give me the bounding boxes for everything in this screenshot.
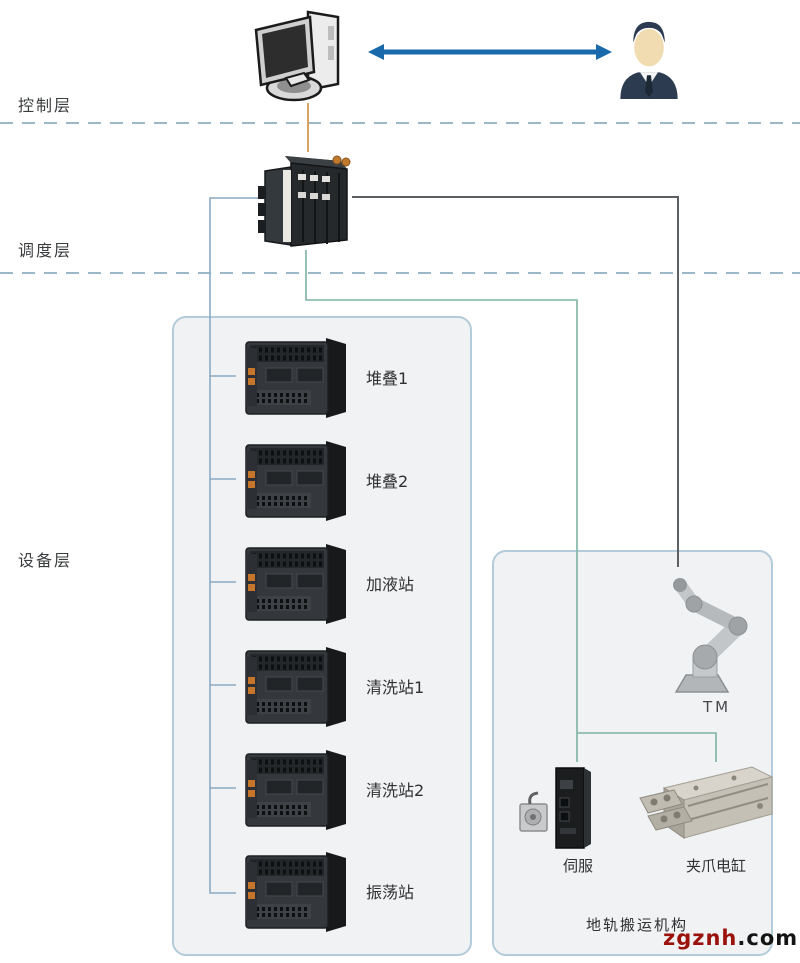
robot-label: TM bbox=[703, 698, 732, 716]
control-layer-label: 控制层 bbox=[18, 96, 73, 115]
robot-arm-icon bbox=[650, 574, 755, 694]
station-row: 堆叠1 bbox=[240, 334, 500, 422]
watermark-site: zgznh bbox=[663, 926, 738, 950]
station-label: 振荡站 bbox=[366, 883, 415, 902]
transport-caption: 地轨搬运机构 bbox=[586, 916, 689, 934]
gripper-label: 夹爪电缸 bbox=[685, 857, 746, 875]
station-plc-icon bbox=[240, 540, 354, 626]
gripper-cylinder-icon bbox=[634, 760, 774, 850]
scheduling-layer-label: 调度层 bbox=[18, 241, 73, 260]
servo-label: 伺服 bbox=[562, 857, 593, 875]
station-row: 清洗站2 bbox=[240, 746, 500, 834]
station-label: 清洗站2 bbox=[366, 781, 425, 800]
station-row: 振荡站 bbox=[240, 848, 500, 936]
watermark-tld: .com bbox=[737, 926, 799, 950]
station-plc-icon bbox=[240, 643, 354, 729]
plc-controller-icon bbox=[257, 150, 357, 250]
station-row: 清洗站1 bbox=[240, 643, 500, 731]
station-plc-icon bbox=[240, 848, 354, 934]
computer-operator-arrow bbox=[368, 44, 612, 60]
station-label: 堆叠2 bbox=[366, 472, 409, 491]
desktop-computer-icon bbox=[248, 8, 350, 104]
station-plc-icon bbox=[240, 746, 354, 832]
station-label: 堆叠1 bbox=[366, 369, 409, 388]
watermark: zgznh.com bbox=[663, 926, 798, 950]
station-label: 加液站 bbox=[366, 575, 415, 594]
station-row: 加液站 bbox=[240, 540, 500, 628]
servo-drive-icon bbox=[518, 762, 606, 854]
device-layer-label: 设备层 bbox=[18, 551, 73, 570]
operator-person-icon bbox=[614, 15, 684, 99]
station-row: 堆叠2 bbox=[240, 437, 500, 525]
station-plc-icon bbox=[240, 334, 354, 420]
station-plc-icon bbox=[240, 437, 354, 523]
station-label: 清洗站1 bbox=[366, 678, 425, 697]
